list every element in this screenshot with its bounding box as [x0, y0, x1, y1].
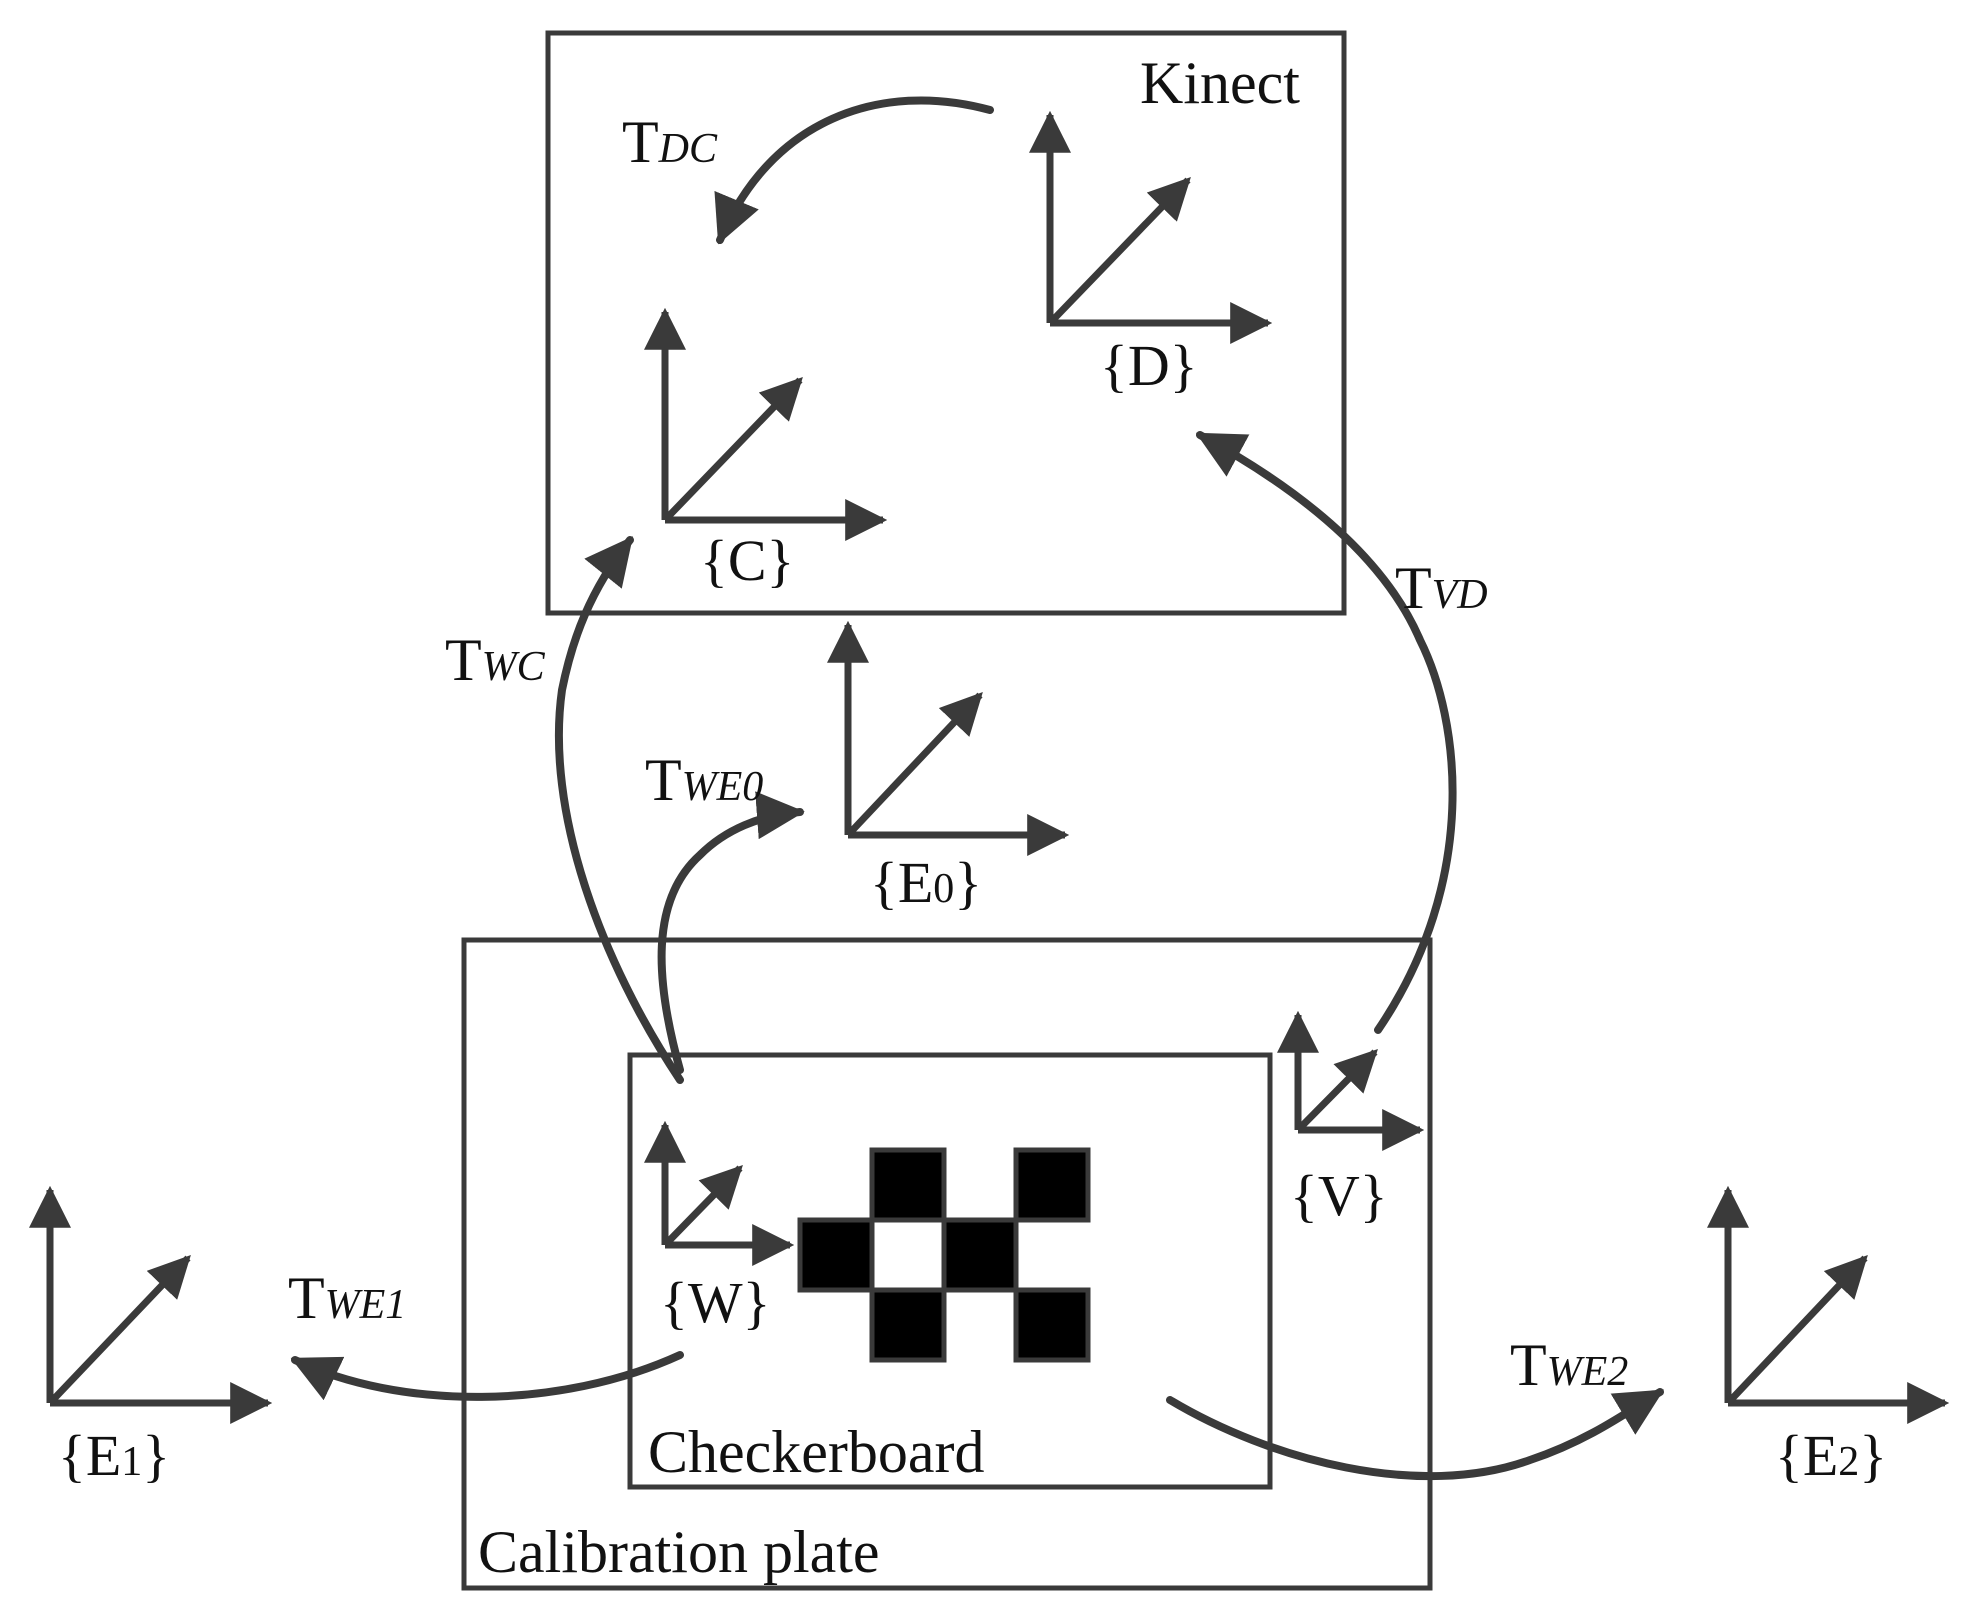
kinect-label: Kinect — [1140, 50, 1300, 116]
frame-w-label: {W} — [660, 1270, 770, 1335]
transform-dc-arrow — [714, 96, 994, 245]
frame-v-label: {V} — [1290, 1163, 1388, 1228]
frame-w-axes — [644, 1120, 795, 1266]
transform-we1-label: TWE1 — [288, 1265, 406, 1331]
transform-vd-arrow — [1195, 431, 1457, 1034]
checker-square — [869, 1147, 947, 1223]
transform-we0-label: TWE0 — [645, 747, 763, 813]
frame-v-axes — [1277, 1010, 1425, 1151]
checker-square — [869, 1287, 947, 1363]
frame-e0-label: {E0} — [870, 850, 982, 915]
calibration-plate-box — [461, 937, 1433, 1591]
checker-square — [1013, 1287, 1091, 1363]
transform-wc-label: TWC — [445, 627, 546, 693]
checkerboard-box — [627, 1052, 1273, 1490]
transform-vd-label: TVD — [1395, 555, 1488, 621]
kinect-box — [545, 30, 1347, 616]
frame-e2-axes — [1707, 1185, 1950, 1424]
checker-square — [1013, 1147, 1091, 1223]
transform-we2-label: TWE2 — [1510, 1332, 1628, 1398]
frame-c-axes — [644, 307, 888, 541]
transform-we0-arrow — [657, 791, 805, 1074]
calibration-plate-label: Calibration plate — [478, 1519, 880, 1585]
checkerboard-pattern — [797, 1147, 1091, 1363]
checker-square — [797, 1217, 875, 1293]
frame-e1-axes — [28, 1185, 273, 1424]
checker-square — [941, 1217, 1019, 1293]
transform-wc-arrow — [554, 536, 684, 1084]
frame-e2-label: {E2} — [1775, 1423, 1887, 1488]
frame-d-axes — [1029, 110, 1273, 344]
transform-we1-arrow — [290, 1351, 684, 1401]
checkerboard-label: Checkerboard — [648, 1419, 985, 1485]
frame-c-label: {C} — [700, 528, 794, 593]
frame-d-label: {D} — [1100, 333, 1198, 398]
transform-dc-label: TDC — [622, 109, 718, 175]
frame-e1-label: {E1} — [58, 1423, 170, 1488]
transform-we2-arrow — [1166, 1388, 1665, 1481]
frame-e0-axes — [827, 620, 1070, 856]
